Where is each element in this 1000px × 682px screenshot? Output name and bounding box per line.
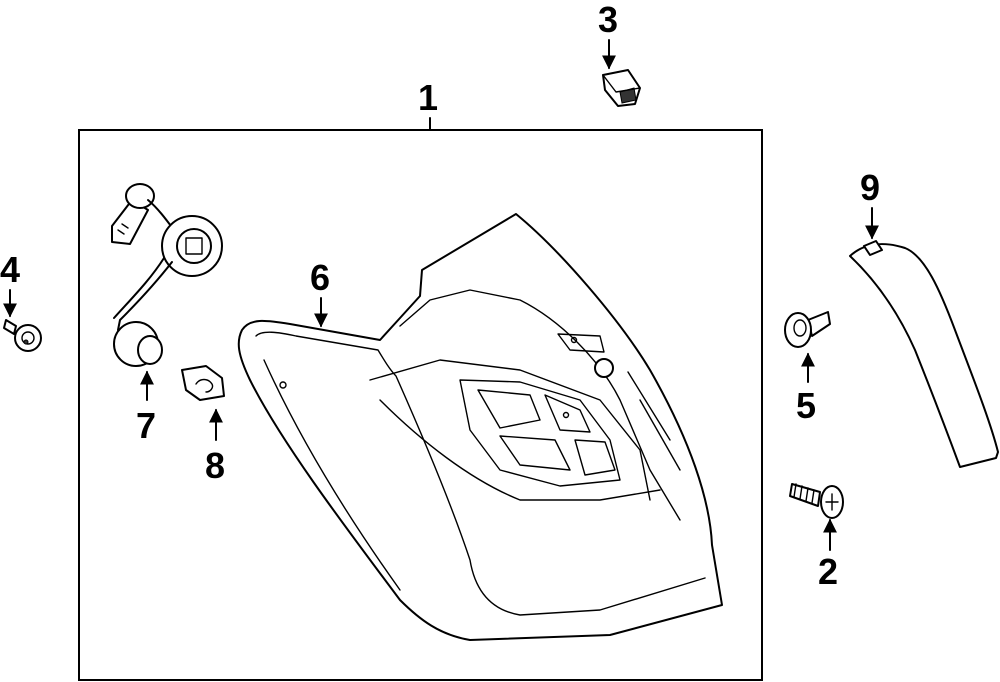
callout-1-label: 1	[418, 77, 438, 118]
callout-5-label: 5	[796, 385, 816, 426]
trim-panel-part-9[interactable]	[849, 240, 999, 468]
socket-harness-part-7[interactable]	[111, 183, 223, 367]
callout-3-label: 3	[598, 0, 618, 40]
callout-2-label: 2	[818, 551, 838, 592]
screw-part-2[interactable]	[789, 483, 844, 519]
callout-2[interactable]: 2	[818, 518, 838, 592]
callout-5[interactable]: 5	[796, 352, 816, 426]
clip-part-3[interactable]	[602, 69, 641, 107]
bulb-part-8[interactable]	[181, 365, 225, 401]
push-pin-part-5[interactable]	[784, 311, 831, 348]
callout-4-label: 4	[0, 249, 20, 290]
callout-3[interactable]: 3	[598, 0, 618, 70]
callout-8-label: 8	[205, 445, 225, 486]
screw-part-4[interactable]	[3, 319, 42, 352]
callout-7[interactable]: 7	[136, 370, 156, 446]
callout-6-label: 6	[310, 257, 330, 298]
callout-1[interactable]: 1	[418, 77, 438, 131]
tail-lamp-housing-part-6[interactable]	[237, 213, 723, 641]
callout-7-label: 7	[136, 405, 156, 446]
callout-9[interactable]: 9	[860, 167, 880, 240]
callout-6[interactable]: 6	[310, 257, 330, 328]
assembly-frame	[78, 129, 763, 681]
callout-4[interactable]: 4	[0, 249, 20, 318]
callout-9-label: 9	[860, 167, 880, 208]
callout-8[interactable]: 8	[205, 408, 225, 486]
